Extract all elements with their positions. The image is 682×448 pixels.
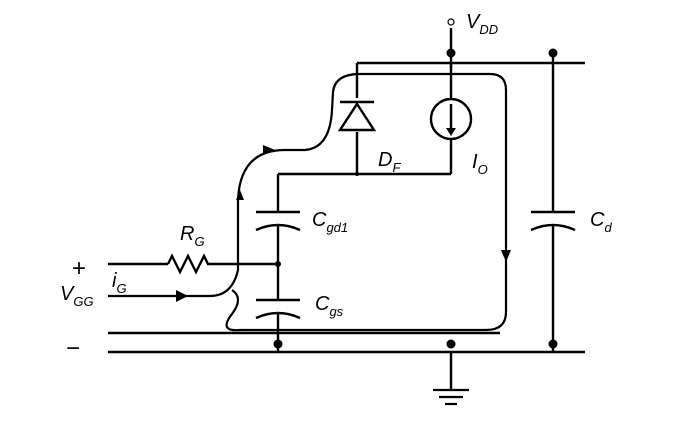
label-rg-sub: G [194,234,204,249]
vdd-terminal-icon [447,18,455,26]
label-io-sub: O [478,162,488,177]
label-vgg: V [60,283,75,305]
resistor-rg-icon [166,253,212,275]
junction-dots [273,48,558,349]
svg-text:VGG: VGG [60,283,94,309]
arrow-right-icon [263,145,275,155]
label-df: D [378,149,392,171]
wires [108,28,585,390]
arrow-right-icon [176,290,188,302]
capacitor-cgd1-icon [255,210,301,232]
junction-dot [446,339,456,349]
junction-dot [548,339,558,349]
svg-text:IO: IO [472,151,488,177]
svg-text:iG: iG [112,270,127,296]
svg-text:Cgd1: Cgd1 [312,209,348,235]
label-rg: R [180,223,194,245]
label-minus: − [66,335,80,362]
current-source-icon [429,97,473,141]
label-vdd: V [466,11,481,33]
label-io: I [472,151,478,173]
junction-dot [355,172,359,176]
capacitor-cd-icon [530,210,576,232]
arrow-up-icon [236,190,244,200]
label-cgs-sub: gs [329,304,343,319]
svg-text:Cgs: Cgs [315,293,344,319]
arrow-down-icon [501,250,511,262]
label-vgg-sub: GG [73,294,93,309]
loop-arrowheads [176,145,511,302]
label-ig-sub: G [116,281,126,296]
ground-icon [433,388,469,406]
label-df-sub: F [392,160,401,175]
svg-text:VDD: VDD [466,11,498,37]
label-cgd1-sub: gd1 [326,220,348,235]
svg-text:RG: RG [180,223,205,249]
junction-dot [446,48,456,58]
current-loop-path [108,72,508,332]
label-ig: i [112,270,117,292]
junction-dot [275,261,281,267]
label-cgd1: C [312,209,327,231]
label-plus: + [72,255,86,282]
label-cgs: C [315,293,330,315]
capacitor-cgs-icon [255,298,301,320]
junction-dot [273,339,283,349]
junction-dot [548,48,558,58]
svg-text:Cd: Cd [590,209,612,235]
label-vdd-sub: DD [479,22,498,37]
svg-text:DF: DF [378,149,401,175]
label-cd-sub: d [604,220,612,235]
diode-df-icon [337,100,377,132]
label-cd: C [590,209,605,231]
